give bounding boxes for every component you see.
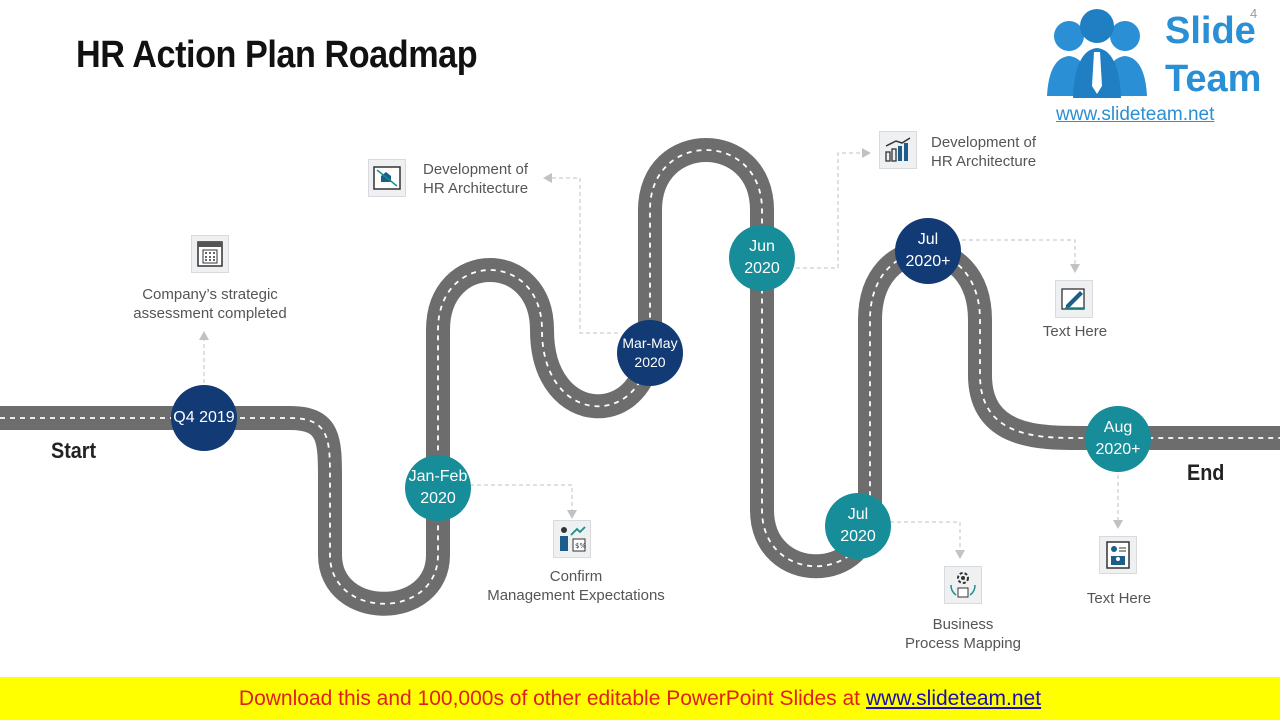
- milestone-date-line1: Mar-May: [622, 335, 678, 351]
- slideteam-logo: Slide Team www.slideteam.net: [1025, 0, 1270, 128]
- process-gear-icon: [944, 566, 982, 604]
- caption-line1: Development of: [423, 161, 529, 178]
- road-center-dashes: [0, 149, 1280, 605]
- milestone-date-line1: Aug: [1103, 419, 1133, 436]
- bar-chart-icon: [879, 131, 917, 169]
- caption-text-here-2: Text Here: [1087, 589, 1151, 608]
- milestone-q4-2019: Q4 2019: [171, 385, 237, 451]
- milestone-aug-2020-plus: Aug 2020+: [1085, 406, 1151, 472]
- caption-line2: assessment completed: [133, 305, 287, 322]
- milestone-date-line2: 2020+: [905, 253, 951, 270]
- page-title: HR Action Plan Roadmap: [76, 34, 478, 76]
- caption-strategic-assessment: Company’s strategic assessment completed: [133, 285, 286, 323]
- milestone-date-line1: Jun: [749, 238, 775, 255]
- start-label: Start: [51, 438, 97, 463]
- logo-word-team: Team: [1165, 58, 1262, 100]
- milestone-jul-2020: Jul 2020: [825, 493, 891, 559]
- footer-text: Download this and 100,000s of other edit…: [238, 686, 860, 710]
- logo-word-slide: Slide: [1165, 10, 1256, 52]
- id-card-icon: [1099, 536, 1137, 574]
- milestone-date-line2: 2020: [840, 528, 876, 545]
- people-logo-icon: [1047, 9, 1147, 98]
- footer-link[interactable]: www.slideteam.net: [866, 686, 1042, 710]
- download-banner: Download this and 100,000s of other edit…: [0, 677, 1280, 720]
- pen-drawing-icon: [1055, 280, 1093, 318]
- blueprint-icon: [368, 159, 406, 197]
- milestone-date-line2: 2020: [634, 354, 666, 370]
- page-number: 4: [1250, 6, 1258, 21]
- caption-text-here-1: Text Here: [1043, 322, 1107, 341]
- caption-management-expectations: Confirm Management Expectations: [487, 567, 665, 605]
- caption-line1: Text Here: [1042, 323, 1108, 340]
- caption-line2: Management Expectations: [487, 587, 665, 604]
- milestone-mar-may-2020: Mar-May 2020: [617, 320, 683, 386]
- milestone-date-line1: Jan-Feb: [408, 468, 468, 485]
- caption-line2: Process Mapping: [905, 635, 1021, 652]
- milestone-jan-feb-2020: Jan-Feb 2020: [405, 455, 471, 521]
- caption-line1: Business: [932, 616, 994, 633]
- caption-line1: Confirm: [549, 568, 603, 585]
- caption-line1: Text Here: [1086, 590, 1152, 607]
- milestone-date-line2: 2020: [420, 490, 456, 507]
- milestone-date-line1: Q4 2019: [173, 409, 235, 426]
- milestone-jun-2020: Jun 2020: [729, 225, 795, 291]
- milestone-jul-2020-plus: Jul 2020+: [895, 218, 961, 284]
- milestone-date-line2: 2020+: [1095, 441, 1141, 458]
- end-label: End: [1187, 460, 1225, 485]
- calculator-icon: [191, 235, 229, 273]
- caption-line1: Company’s strategic: [142, 286, 278, 303]
- caption-line2: HR Architecture: [931, 153, 1037, 170]
- milestone-date-line1: Jul: [917, 231, 939, 248]
- caption-business-process-mapping: Business Process Mapping: [905, 615, 1021, 653]
- caption-hr-architecture-2: Development of HR Architecture: [931, 133, 1036, 171]
- caption-line2: HR Architecture: [423, 180, 529, 197]
- growth-chart-person-icon: $%: [553, 520, 591, 558]
- logo-url-link[interactable]: www.slideteam.net: [1056, 104, 1215, 125]
- milestone-date-line2: 2020: [744, 260, 780, 277]
- caption-line1: Development of: [931, 134, 1037, 151]
- svg-text:$%: $%: [575, 542, 586, 550]
- milestone-date-line1: Jul: [847, 506, 869, 523]
- caption-hr-architecture-1: Development of HR Architecture: [423, 160, 528, 198]
